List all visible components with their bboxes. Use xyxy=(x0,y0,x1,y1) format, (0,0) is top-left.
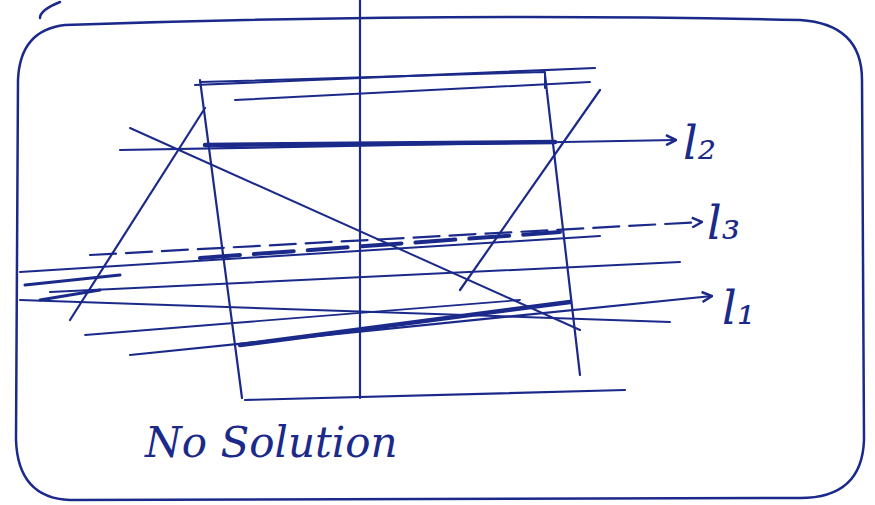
line-label: l₁ xyxy=(722,283,755,334)
caption-text: No Solution xyxy=(145,420,398,466)
line-label: l₂ xyxy=(683,118,716,169)
line-label: l₃ xyxy=(707,198,740,249)
